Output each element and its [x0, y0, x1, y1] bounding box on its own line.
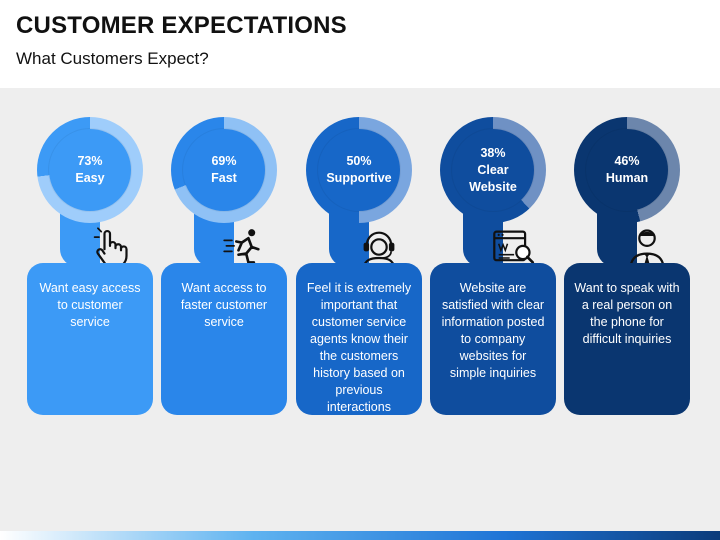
running-person-icon — [222, 225, 266, 269]
category-label: Easy — [75, 171, 105, 185]
percent-disc: 73% Easy — [49, 129, 131, 211]
percent-label: 73% — [77, 154, 103, 168]
person-with-tie-icon — [625, 225, 669, 269]
percent-label: 50% — [346, 154, 372, 168]
category-label: Clear Website — [469, 162, 517, 194]
category-label: Fast — [211, 171, 237, 185]
page-subtitle: What Customers Expect? — [16, 49, 209, 68]
percent-disc: 69% Fast — [183, 129, 265, 211]
percent-label: 69% — [211, 154, 237, 168]
expectation-card: Want to speak with a real person on the … — [566, 265, 688, 413]
card-text: Want access to faster customer service — [180, 281, 268, 329]
percent-disc: 46% Human — [586, 129, 668, 211]
percent-disc: 50% Supportive — [318, 129, 400, 211]
category-label: Supportive — [326, 171, 392, 185]
expectation-card: Want access to faster customer service — [163, 265, 285, 413]
card-text: Want to speak with a real person on the … — [574, 281, 680, 346]
expectation-card: Want easy access to customer service — [29, 265, 151, 413]
page-title: CUSTOMER EXPECTATIONS — [16, 12, 347, 39]
expectation-card: Feel it is extremely important that cust… — [298, 265, 420, 414]
percent-label: 38% — [480, 145, 506, 160]
card-text: Feel it is extremely important that cust… — [306, 281, 412, 414]
expectation-card: Website are satisfied with clear informa… — [432, 265, 554, 413]
footer-gradient-bar — [0, 531, 720, 540]
website-search-icon — [491, 225, 535, 269]
headset-agent-icon — [357, 225, 401, 269]
card-text: Want easy access to customer service — [39, 281, 141, 329]
percent-label: 46% — [614, 154, 640, 168]
pointer-hand-icon — [88, 225, 132, 269]
category-label: Human — [605, 171, 649, 185]
percent-disc: 38% Clear Website — [452, 129, 534, 211]
card-text: Website are satisfied with clear informa… — [441, 281, 545, 380]
